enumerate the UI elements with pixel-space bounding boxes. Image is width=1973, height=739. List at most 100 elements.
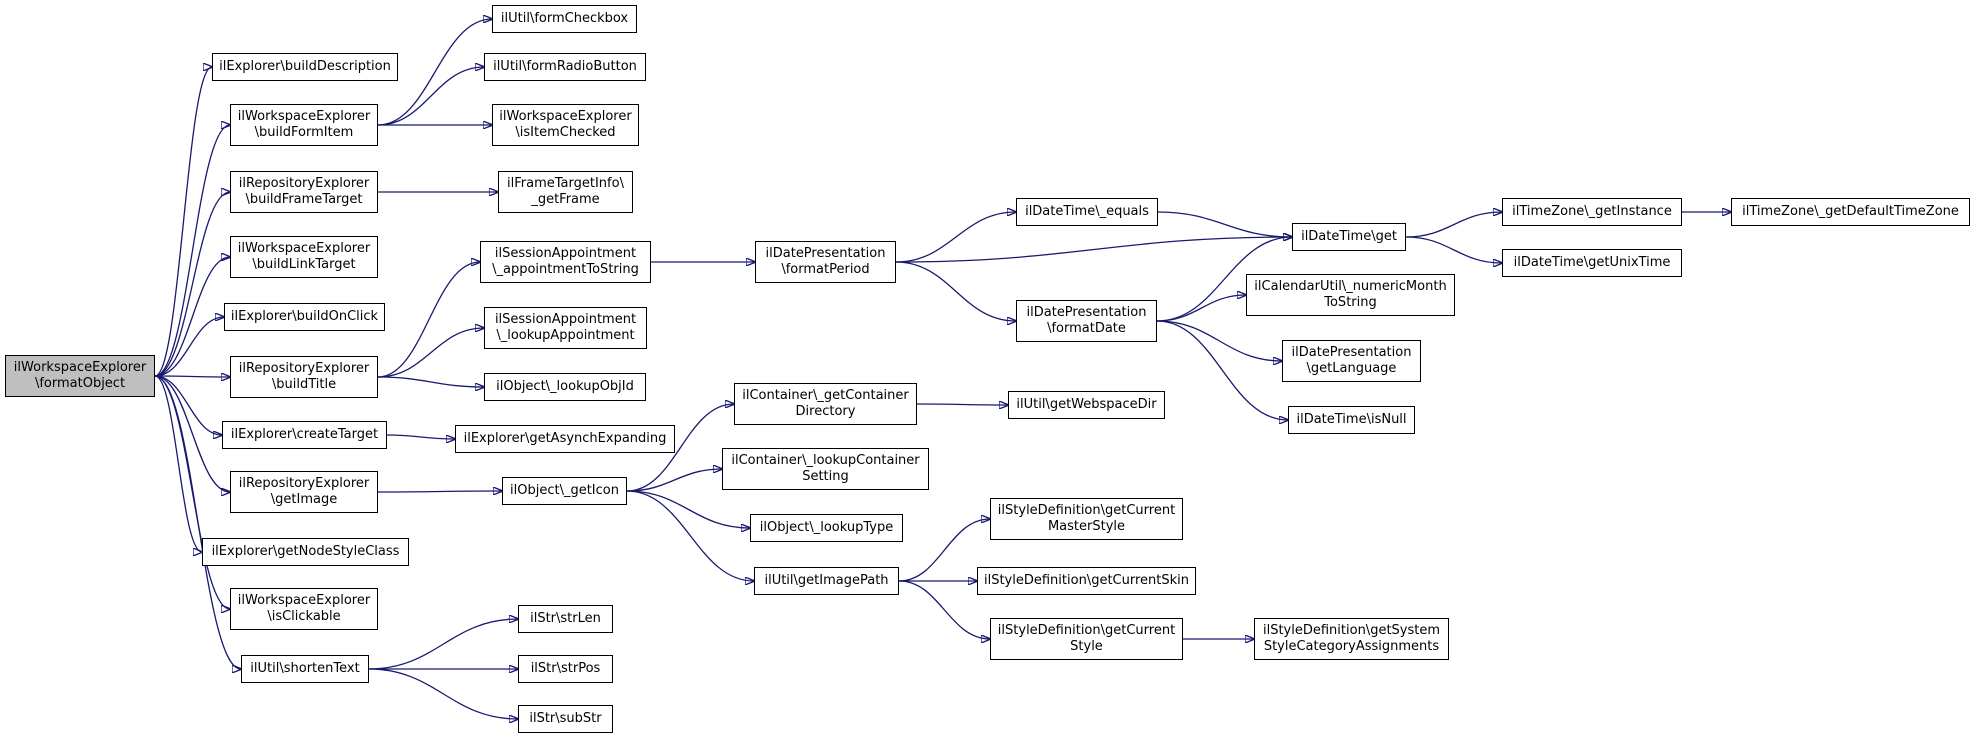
node-label-line: \buildFormItem: [254, 125, 354, 140]
node-label-line: ilUtil\shortenText: [250, 661, 360, 676]
edge-root-to-get-image: [154, 375, 230, 492]
node-build-on-click[interactable]: ilExplorer\buildOnClick: [224, 303, 385, 331]
edge-get-icon-to-get-container-directory: [626, 404, 734, 492]
node-get-language[interactable]: ilDatePresentation\getLanguage: [1282, 340, 1421, 382]
edge-create-target-to-get-asynch-expanding: [386, 434, 455, 439]
node-label-line: \isClickable: [267, 609, 341, 624]
node-label-line: ilStyleDefinition\getCurrentSkin: [983, 573, 1189, 588]
node-label-line: ilWorkspaceExplorer: [499, 109, 632, 124]
node-is-null[interactable]: ilDateTime\isNull: [1288, 406, 1415, 434]
edge-format-period-to-format-date: [895, 261, 1016, 321]
node-str-len[interactable]: ilStr\strLen: [518, 605, 613, 633]
node-appointment-to-string[interactable]: ilSessionAppointment\_appointmentToStrin…: [480, 241, 651, 283]
node-sub-str[interactable]: ilStr\subStr: [518, 705, 613, 733]
edge-root-to-shorten-text: [154, 375, 241, 669]
node-format-date[interactable]: ilDatePresentation\formatDate: [1016, 300, 1157, 342]
node-get-node-style-class[interactable]: ilExplorer\getNodeStyleClass: [202, 538, 409, 566]
edge-get-container-directory-to-get-webspace-dir: [916, 404, 1008, 405]
node-label-line: Directory: [795, 404, 856, 419]
node-label-line: ilExplorer\getNodeStyleClass: [211, 544, 400, 559]
edge-dt-get-to-get-instance: [1405, 212, 1502, 238]
node-label-line: _getFrame: [531, 192, 600, 207]
node-is-clickable[interactable]: ilWorkspaceExplorer\isClickable: [230, 588, 378, 630]
node-get-unix-time[interactable]: ilDateTime\getUnixTime: [1502, 249, 1682, 277]
node-get-instance[interactable]: ilTimeZone\_getInstance: [1502, 198, 1682, 226]
node-build-description[interactable]: ilExplorer\buildDescription: [212, 53, 398, 81]
node-label-line: ilUtil\formCheckbox: [500, 11, 629, 26]
node-form-checkbox[interactable]: ilUtil\formCheckbox: [492, 5, 637, 33]
node-label-line: \getImage: [270, 492, 338, 507]
node-format-period[interactable]: ilDatePresentation\formatPeriod: [755, 241, 896, 283]
node-get-icon[interactable]: ilObject\_getIcon: [502, 477, 627, 505]
node-build-title[interactable]: ilRepositoryExplorer\buildTitle: [230, 356, 378, 398]
node-shorten-text[interactable]: ilUtil\shortenText: [241, 655, 369, 683]
node-label-line: ilTimeZone\_getDefaultTimeZone: [1742, 204, 1959, 219]
node-get-webspace-dir[interactable]: ilUtil\getWebspaceDir: [1008, 391, 1165, 419]
edge-format-date-to-dt-get: [1156, 237, 1292, 322]
node-label-line: \_lookupAppointment: [496, 328, 635, 343]
node-label-line: StyleCategoryAssignments: [1263, 639, 1440, 654]
node-label-line: ilUtil\getImagePath: [764, 573, 889, 588]
edge-build-form-item-to-form-checkbox: [377, 19, 492, 126]
node-label-line: ilWorkspaceExplorer: [237, 593, 371, 608]
node-get-default-time-zone[interactable]: ilTimeZone\_getDefaultTimeZone: [1731, 198, 1970, 226]
node-label-line: ilExplorer\getAsynchExpanding: [463, 431, 667, 446]
node-str-pos[interactable]: ilStr\strPos: [518, 655, 613, 683]
node-label-line: \formatDate: [1047, 321, 1126, 336]
edge-format-period-to-dt-get: [895, 237, 1292, 263]
edge-get-icon-to-lookup-container-setting: [626, 469, 722, 492]
node-dt-equals[interactable]: ilDateTime\_equals: [1016, 198, 1158, 226]
node-label-line: ilObject\_lookupType: [759, 520, 894, 535]
edge-shorten-text-to-str-len: [368, 619, 518, 670]
edge-root-to-create-target: [154, 375, 222, 435]
node-is-item-checked[interactable]: ilWorkspaceExplorer\isItemChecked: [492, 104, 639, 146]
root-node[interactable]: ilWorkspaceExplorer\formatObject: [5, 355, 155, 397]
node-label-line: \isItemChecked: [515, 125, 616, 140]
node-label-line: ilDateTime\get: [1301, 229, 1397, 244]
node-label-line: ilWorkspaceExplorer: [237, 109, 371, 124]
node-create-target[interactable]: ilExplorer\createTarget: [222, 421, 387, 449]
node-get-image-path[interactable]: ilUtil\getImagePath: [754, 567, 899, 595]
node-label-line: ilSessionAppointment: [494, 312, 637, 327]
edge-build-title-to-lookup-obj-id: [377, 376, 484, 387]
edge-build-title-to-appointment-to-string: [377, 262, 480, 378]
node-build-link-target[interactable]: ilWorkspaceExplorer\buildLinkTarget: [230, 236, 378, 278]
node-label-line: \formatPeriod: [781, 262, 870, 277]
node-get-current-skin[interactable]: ilStyleDefinition\getCurrentSkin: [977, 567, 1196, 595]
node-get-frame[interactable]: ilFrameTargetInfo\_getFrame: [498, 171, 633, 213]
edge-root-to-build-form-item: [154, 125, 230, 377]
edge-shorten-text-to-sub-str: [368, 668, 518, 719]
node-form-radio-button[interactable]: ilUtil\formRadioButton: [484, 53, 646, 81]
node-label-line: \formatObject: [34, 376, 126, 391]
node-lookup-type[interactable]: ilObject\_lookupType: [750, 514, 903, 542]
edge-format-period-to-dt-equals: [895, 212, 1016, 263]
node-build-frame-target[interactable]: ilRepositoryExplorer\buildFrameTarget: [230, 171, 378, 213]
node-lookup-appointment[interactable]: ilSessionAppointment\_lookupAppointment: [484, 307, 647, 349]
node-label-line: ilRepositoryExplorer: [238, 176, 370, 191]
node-dt-get[interactable]: ilDateTime\get: [1292, 223, 1406, 251]
node-build-form-item[interactable]: ilWorkspaceExplorer\buildFormItem: [230, 104, 378, 146]
node-label-line: ilStyleDefinition\getCurrent: [997, 623, 1176, 638]
node-get-asynch-expanding[interactable]: ilExplorer\getAsynchExpanding: [455, 425, 675, 453]
node-label-line: ilRepositoryExplorer: [238, 476, 370, 491]
node-label-line: ilStr\strPos: [530, 661, 601, 676]
node-get-image[interactable]: ilRepositoryExplorer\getImage: [230, 471, 378, 513]
node-label-line: ilCalendarUtil\_numericMonth: [1254, 279, 1447, 294]
edge-get-image-to-get-icon: [377, 491, 502, 492]
node-label-line: ilStyleDefinition\getCurrent: [997, 503, 1176, 518]
node-label-line: ilExplorer\buildDescription: [219, 59, 391, 74]
node-label-line: \buildFrameTarget: [245, 192, 363, 207]
edge-format-date-to-get-language: [1156, 320, 1282, 361]
node-label-line: ilObject\_lookupObjId: [496, 379, 634, 394]
edge-format-date-to-is-null: [1156, 320, 1288, 420]
node-lookup-obj-id[interactable]: ilObject\_lookupObjId: [484, 373, 646, 401]
edge-root-to-build-title: [154, 376, 230, 377]
node-label-line: ilStyleDefinition\getSystem: [1262, 623, 1441, 638]
edge-dt-get-to-get-unix-time: [1405, 236, 1502, 263]
